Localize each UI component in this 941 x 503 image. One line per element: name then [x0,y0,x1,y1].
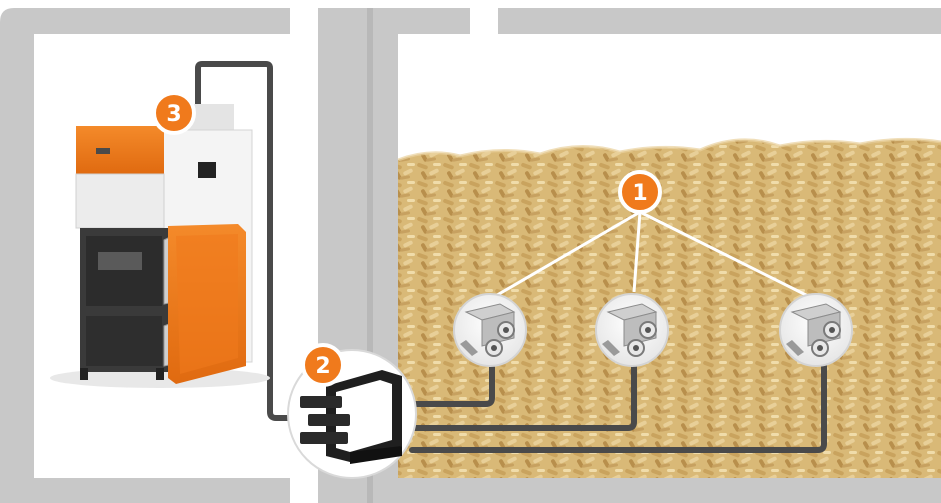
step-3-label: 3 [166,102,181,127]
step-2-label: 2 [315,354,330,379]
suction-probe-left [454,294,526,366]
suction-probe-right [780,294,852,366]
suction-probe-middle [596,294,668,366]
step-1-label: 1 [632,181,647,206]
step-2-badge: 2 [303,345,343,385]
step-3-badge: 3 [154,93,194,133]
pellet-boiler-icon [50,104,270,388]
step-1-badge: 1 [620,172,660,212]
